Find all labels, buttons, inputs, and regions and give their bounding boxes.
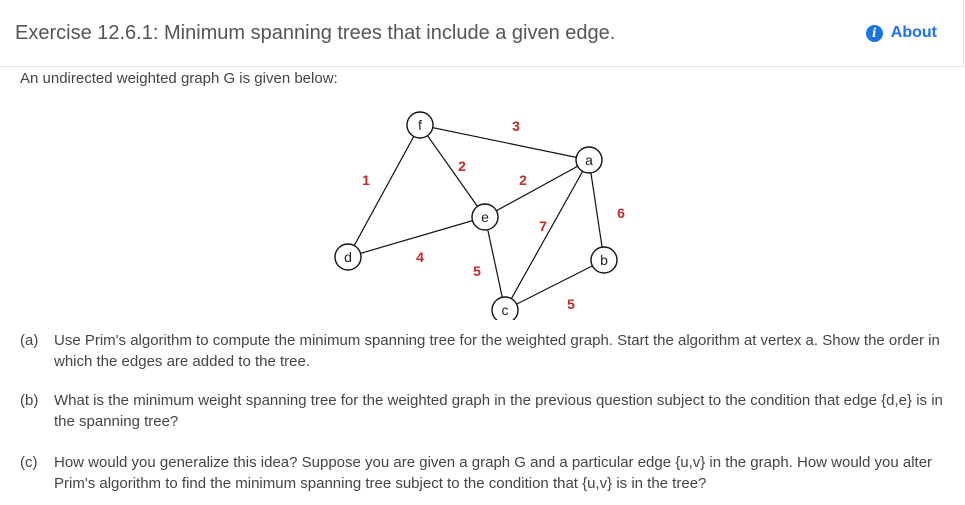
vertex-f-label: f <box>418 117 422 133</box>
intro-text: An undirected weighted graph G is given … <box>20 70 338 87</box>
weight-e-a: 2 <box>519 172 527 188</box>
vertex-a-circle <box>575 146 603 174</box>
vertex-e-circle <box>471 203 499 231</box>
vertex-e-label: e <box>481 209 489 225</box>
question-c: (c) How would you generalize this idea? … <box>20 452 964 494</box>
question-b-text: What is the minimum weight spanning tree… <box>54 392 943 430</box>
vertex-a: a <box>575 146 603 174</box>
question-c-text: How would you generalize this idea? Supp… <box>54 454 933 492</box>
question-a-text: Use Prim's algorithm to compute the mini… <box>54 332 940 370</box>
edge-e-a <box>484 159 590 218</box>
about-button[interactable]: i About <box>865 24 937 42</box>
edge-f-a <box>419 124 590 161</box>
vertex-d: d <box>334 243 362 271</box>
weight-f-a: 3 <box>512 118 520 134</box>
vertex-c: c <box>491 296 519 320</box>
vertex-c-circle <box>491 296 519 320</box>
edge-c-b <box>504 259 605 311</box>
vertex-b: b <box>590 246 618 274</box>
vertex-e: e <box>471 203 499 231</box>
exercise-title: Exercise 12.6.1: Minimum spanning trees … <box>15 22 616 44</box>
question-b-label: (b) <box>20 392 39 409</box>
graph-weights: 3 1 2 2 4 5 7 6 5 <box>362 118 625 312</box>
exercise-header: Exercise 12.6.1: Minimum spanning trees … <box>0 0 964 67</box>
vertex-f: f <box>406 111 434 139</box>
weighted-graph: 3 1 2 2 4 5 7 6 5 f a e d b c <box>334 111 625 320</box>
weight-f-d: 1 <box>362 172 370 188</box>
weight-e-c: 5 <box>473 263 481 279</box>
question-b: (b) What is the minimum weight spanning … <box>20 390 964 432</box>
question-a-label: (a) <box>20 332 39 349</box>
weight-f-e: 2 <box>458 158 466 174</box>
edge-e-c <box>484 216 506 311</box>
edge-d-e <box>347 216 486 258</box>
weight-a-b: 6 <box>617 205 625 221</box>
about-label: About <box>890 24 937 41</box>
graph-vertices: f a e d b c <box>334 111 618 320</box>
vertex-d-circle <box>334 243 362 271</box>
question-a: (a) Use Prim's algorithm to compute the … <box>20 330 964 372</box>
edge-f-d <box>347 124 421 258</box>
vertex-b-label: b <box>600 252 608 268</box>
edge-a-c <box>504 159 590 311</box>
vertex-f-circle <box>406 111 434 139</box>
vertex-a-label: a <box>585 152 593 168</box>
graph-edges <box>347 124 605 311</box>
vertex-d-label: d <box>344 249 352 265</box>
weight-a-c: 7 <box>539 218 547 234</box>
vertex-c-label: c <box>502 302 509 318</box>
question-c-label: (c) <box>20 454 38 471</box>
weight-d-e: 4 <box>416 249 424 265</box>
edge-f-e <box>419 124 486 218</box>
weight-c-b: 5 <box>567 296 575 312</box>
vertex-b-circle <box>590 246 618 274</box>
edge-a-b <box>588 159 605 261</box>
info-icon: i <box>865 24 883 42</box>
